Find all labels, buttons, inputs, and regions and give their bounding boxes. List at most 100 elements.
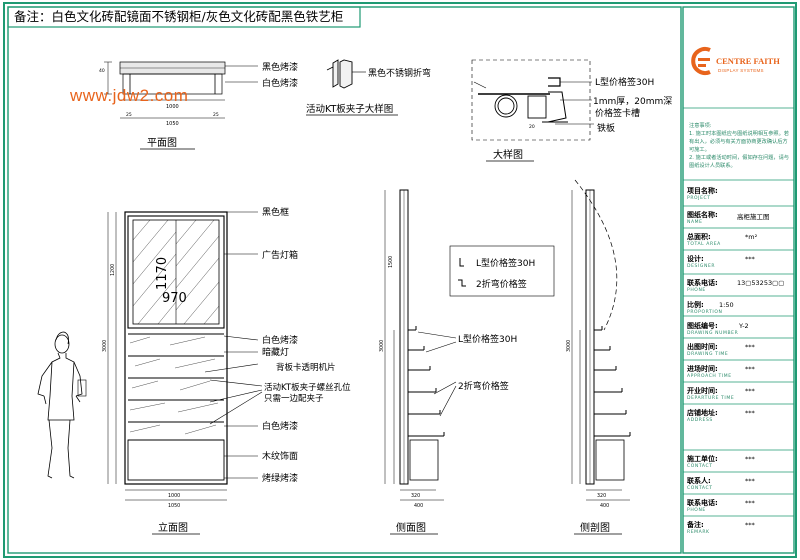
glass-dim-width: 970 [162, 291, 187, 306]
tb-label-en: NAME [687, 220, 703, 225]
detail-callout-thickness: 1mm厚，20mm深 [593, 96, 672, 107]
tb-value: Y-2 [739, 322, 749, 330]
section-dim-400: 400 [600, 503, 609, 509]
tb-label: 图纸编号: [687, 322, 718, 330]
plan-title: 平面图 [147, 137, 177, 149]
side-dim-1500: 1500 [388, 256, 394, 268]
tb-label-en: DESIGNER [687, 264, 716, 269]
tb-label-en: ADDRESS [687, 418, 713, 423]
detail-reference-arc [574, 179, 618, 331]
tb-label: 施工单位: [687, 455, 718, 463]
tb-label: 进场时间: [687, 365, 718, 373]
note-2: 2. 施工或者活动时间，假如存在问题，请与图纸设计人员联系。 [689, 155, 789, 169]
side-view [384, 189, 457, 501]
plan-dim-1050: 1050 [166, 121, 179, 127]
elev-dim-3000: 3000 [102, 340, 108, 352]
elevation-title: 立面图 [158, 521, 188, 534]
title-block-grid [683, 107, 794, 517]
tb-label-en: TOTAL AREA [687, 242, 721, 247]
tb-label-en: PROJECT [687, 196, 711, 201]
notes-block: 注意事项: 1. 施工时本图纸应与图纸说明相互参照。若有出入，必须与有关方面协商… [689, 122, 789, 170]
tb-label: 出图时间: [687, 343, 718, 351]
detail-dim-20: 20 [529, 124, 535, 130]
elev-callout-wood: 木纹饰面 [262, 450, 298, 462]
clip-callout: 黑色不锈钢折弯 [368, 67, 431, 79]
elev-dim-1200: 1200 [110, 264, 116, 276]
tb-label-en: DRAWING NUMBER [687, 331, 739, 336]
big-detail-title: 大样图 [493, 148, 523, 161]
clip-title: 活动KT板夹子大样图 [306, 103, 393, 115]
elev-callout-green-paint: 烤绿烤漆 [262, 472, 298, 484]
plan-view [104, 61, 258, 119]
elev-callout-white-paint-2: 白色烤漆 [262, 420, 298, 432]
brand-block: CENTRE FAITH DISPLAY SYSTEMS [686, 38, 790, 96]
plan-callout-black: 黑色烤漆 [262, 61, 298, 73]
tb-value: *** [745, 365, 755, 373]
tb-label: 开业时间: [687, 387, 718, 395]
title-block-frame [682, 6, 795, 554]
note-1: 1. 施工时本图纸应与图纸说明相互参照。若有出入，必须与有关方面协商更改确认后方… [689, 131, 789, 153]
human-figure [37, 331, 87, 479]
tb-value: *** [745, 455, 755, 463]
section-dim-3000: 3000 [566, 340, 572, 352]
side-dim-400: 400 [414, 503, 423, 509]
front-elevation [107, 211, 263, 501]
tb-label: 项目名称: [687, 187, 718, 195]
outer-border [3, 2, 797, 558]
tb-label-en: REMARK [687, 530, 710, 535]
side-callout-l-tag: L型价格签30H [458, 333, 517, 345]
section-dim-320: 320 [597, 493, 606, 499]
side-title: 侧面图 [396, 521, 426, 534]
tb-label-en: PHONE [687, 508, 706, 513]
section-title: 侧剖图 [580, 521, 610, 534]
detail-callout-iron: 铁板 [597, 122, 615, 134]
side-callout-fold-tag: 2折弯价格签 [458, 380, 509, 392]
elev-callout-hidden-light: 暗藏灯 [262, 346, 289, 358]
detail-callout-l-tag: L型价格签30H [595, 76, 654, 88]
tb-label: 联系电话: [687, 279, 718, 287]
plan-dim-40: 40 [99, 68, 105, 74]
big-detail [471, 59, 594, 141]
legend-fold-tag: 2折弯价格签 [476, 278, 527, 290]
notes-title: 注意事项: [689, 123, 712, 129]
plan-dim-1000: 1000 [166, 104, 179, 110]
elev-callout-back-panel: 背板卡透明机片 [276, 362, 336, 373]
tb-label: 图纸名称: [687, 211, 718, 219]
tb-value: *** [745, 255, 755, 263]
brand-logo-icon [691, 47, 711, 75]
tb-label-en: CONTACT [687, 464, 713, 469]
plan-dim-25a: 25 [126, 112, 132, 118]
elev-callout-one-side: 只需一边配夹子 [264, 393, 324, 404]
brand-name: CENTRE FAITH [716, 56, 780, 66]
tb-label: 设计: [687, 255, 704, 263]
header-note: 备注：白色文化砖配镜面不锈钢柜/灰色文化砖配黑色铁艺柜 [14, 9, 344, 24]
tb-value: *** [745, 387, 755, 395]
side-legend [449, 245, 555, 297]
title-block: CENTRE FAITH DISPLAY SYSTEMS 注意事项: 1. 施工… [683, 10, 793, 550]
side-dim-3000: 3000 [379, 340, 385, 352]
tb-label: 店铺地址: [687, 409, 718, 417]
plan-dim-25b: 25 [213, 112, 219, 118]
tb-value: *** [745, 499, 755, 507]
tb-label-en: DRAWING TIME [687, 352, 729, 357]
tb-value: 1:50 [719, 301, 734, 309]
tb-label: 比例: [687, 301, 704, 309]
elev-callout-clip-holes: 活动KT板夹子螺丝孔位 [264, 382, 351, 393]
tb-label: 联系电话: [687, 499, 718, 507]
tb-label-en: DEPARTURE TIME [687, 396, 735, 401]
glass-dim-height: 1170 [155, 257, 170, 290]
elev-dim-1000: 1000 [168, 493, 180, 499]
legend-l-tag: L型价格签30H [476, 257, 535, 269]
brand-sub: DISPLAY SYSTEMS [718, 68, 764, 73]
elev-callout-white-paint: 白色烤漆 [262, 334, 298, 346]
tb-value: *m² [745, 233, 758, 241]
tb-value: 13▢53253▢▢ [737, 279, 785, 287]
tb-label-en: APPROACH TIME [687, 374, 732, 379]
tb-label-en: CONTACT [687, 486, 713, 491]
watermark: www.jdw2.com [70, 86, 189, 105]
tb-value: *** [745, 343, 755, 351]
tb-label-en: PHONE [687, 288, 706, 293]
tb-label: 总面积: [687, 233, 711, 241]
side-dim-320: 320 [411, 493, 420, 499]
